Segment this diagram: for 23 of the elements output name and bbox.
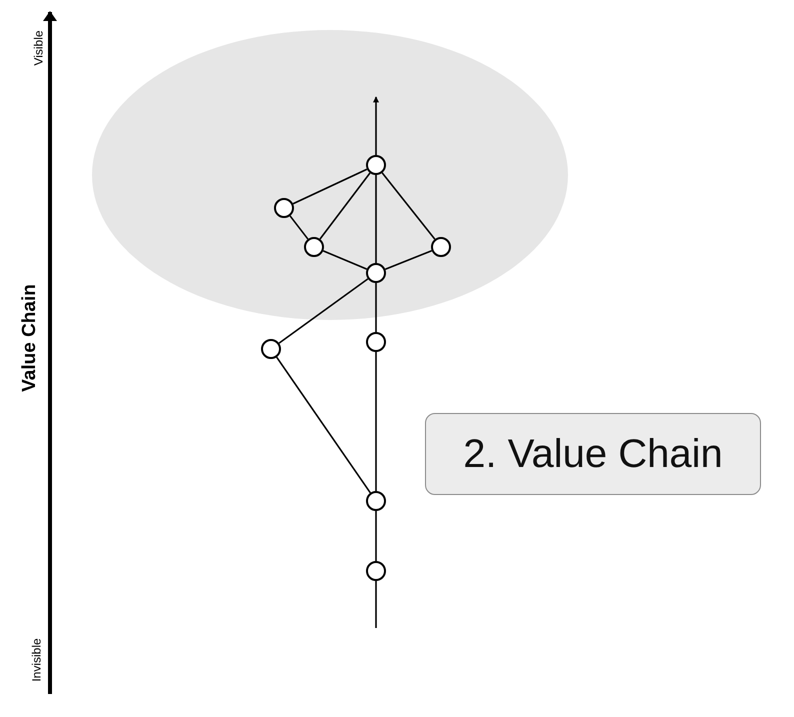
label-box: [425, 413, 761, 495]
box-label: 2. Value Chain: [463, 432, 723, 476]
axis-label: Value Chain: [18, 284, 41, 392]
connector-line: [384, 250, 432, 270]
connector-line: [292, 168, 368, 204]
connector-line: [319, 172, 371, 240]
connector-line: [382, 172, 436, 240]
arrow: [373, 96, 379, 155]
connector-line: [375, 581, 377, 628]
axis-label: Invisible: [29, 638, 44, 682]
connector-line: [322, 250, 368, 270]
connector-line: [278, 278, 368, 344]
connector-line: [289, 215, 309, 240]
connector-line: [375, 511, 377, 561]
connector-line: [375, 352, 377, 491]
component-circle: [261, 339, 281, 359]
connector-line: [276, 356, 371, 494]
component-circle: [366, 561, 386, 581]
component-circle: [366, 491, 386, 511]
component-circle: [366, 332, 386, 352]
axis-label: Visible: [31, 30, 46, 66]
connector-line: [375, 175, 377, 263]
connector-line: [375, 283, 377, 332]
